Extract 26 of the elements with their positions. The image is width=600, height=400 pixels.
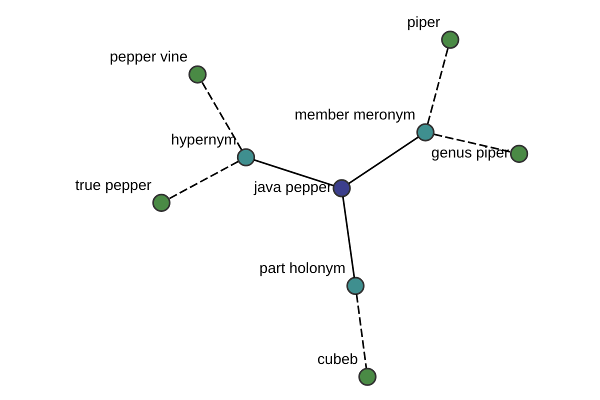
connector bbox=[355, 294, 367, 368]
connector bbox=[342, 196, 355, 278]
node-circle bbox=[332, 179, 350, 198]
connector bbox=[168, 160, 238, 200]
node-circle bbox=[509, 144, 528, 163]
connector bbox=[426, 48, 448, 124]
connector bbox=[348, 136, 418, 184]
connector bbox=[200, 81, 242, 150]
node-circle bbox=[416, 123, 434, 142]
node-circle bbox=[236, 148, 255, 166]
node-label: genus piper bbox=[430, 146, 509, 162]
node-label: pepper vine bbox=[109, 50, 188, 66]
node-label: cubeb bbox=[316, 352, 358, 368]
connector bbox=[253, 159, 334, 186]
node-label: true pepper bbox=[74, 178, 151, 194]
node-label: member meronym bbox=[294, 107, 415, 124]
node-circle bbox=[152, 194, 170, 212]
connector bbox=[433, 134, 510, 153]
node-circle bbox=[358, 368, 376, 386]
node-label: part holonym bbox=[258, 260, 346, 277]
node-circle bbox=[346, 276, 364, 296]
node-label: java pepper bbox=[253, 180, 332, 196]
node-circle bbox=[188, 65, 206, 84]
node-label: hypernym bbox=[170, 132, 236, 148]
node-label: piper bbox=[406, 14, 440, 31]
node-circle bbox=[440, 30, 459, 49]
